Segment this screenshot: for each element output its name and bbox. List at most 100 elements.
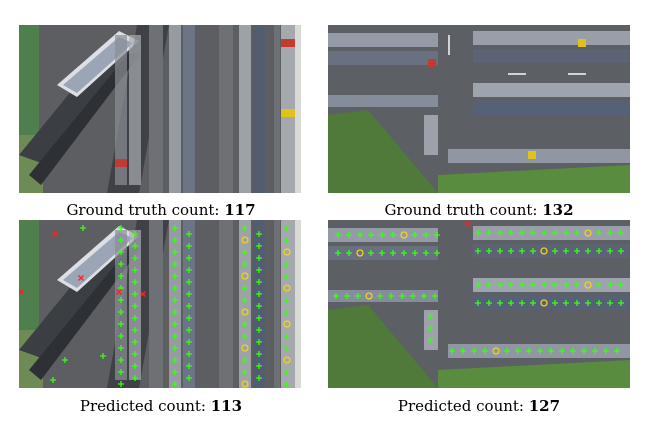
- detection-plus-marker: [256, 315, 262, 321]
- detection-plus-marker: [62, 357, 68, 363]
- detection-plus-marker: [118, 297, 124, 303]
- detection-plus-marker: [118, 273, 124, 279]
- detection-plus-marker: [132, 279, 138, 285]
- detection-plus-marker: [497, 248, 503, 254]
- missed-circle-marker: [241, 380, 249, 388]
- detection-plus-marker: [172, 285, 178, 291]
- caption-count: 113: [210, 397, 243, 415]
- detection-plus-marker: [552, 248, 558, 254]
- ground-truth-caption-left: Ground truth count: 117: [8, 201, 314, 219]
- detection-plus-marker: [132, 243, 138, 249]
- detection-plus-marker: [132, 351, 138, 357]
- detection-plus-marker: [504, 348, 510, 354]
- detection-plus-marker: [333, 293, 339, 299]
- detection-plus-marker: [574, 282, 580, 288]
- detection-plus-marker: [172, 249, 178, 255]
- detection-plus-marker: [497, 300, 503, 306]
- detection-plus-marker: [132, 291, 138, 297]
- detection-plus-marker: [172, 381, 178, 387]
- missed-circle-marker: [283, 284, 291, 292]
- detection-plus-marker: [172, 273, 178, 279]
- detection-plus-marker: [581, 348, 587, 354]
- caption-label: Ground truth count:: [66, 201, 225, 219]
- detection-plus-marker: [132, 375, 138, 381]
- detection-plus-marker: [118, 369, 124, 375]
- detection-plus-marker: [172, 237, 178, 243]
- detection-plus-marker: [118, 225, 124, 231]
- detection-plus-marker: [242, 261, 248, 267]
- detection-plus-marker: [508, 230, 514, 236]
- detection-plus-marker: [585, 300, 591, 306]
- detection-plus-marker: [618, 282, 624, 288]
- detection-plus-marker: [460, 348, 466, 354]
- detection-plus-marker: [242, 357, 248, 363]
- detection-plus-marker: [186, 255, 192, 261]
- false-positive-marker: [19, 289, 24, 295]
- detection-plus-marker: [118, 261, 124, 267]
- detection-plus-marker: [412, 250, 418, 256]
- detection-plus-marker: [399, 293, 405, 299]
- detection-plus-marker: [530, 248, 536, 254]
- detection-plus-marker: [471, 348, 477, 354]
- detection-plus-marker: [519, 230, 525, 236]
- detection-plus-marker: [596, 230, 602, 236]
- detection-plus-marker: [132, 303, 138, 309]
- detection-plus-marker: [186, 303, 192, 309]
- detection-plus-marker: [256, 351, 262, 357]
- missed-circle-marker: [283, 248, 291, 256]
- predicted-image-left: [19, 220, 301, 388]
- detection-plus-marker: [368, 232, 374, 238]
- detection-plus-marker: [379, 250, 385, 256]
- parking-scene-right: [328, 25, 630, 193]
- detection-plus-marker: [172, 357, 178, 363]
- detection-plus-marker: [256, 327, 262, 333]
- detection-plus-marker: [486, 300, 492, 306]
- detection-plus-marker: [618, 230, 624, 236]
- detection-plus-marker: [50, 377, 56, 383]
- detection-plus-marker: [427, 313, 433, 319]
- detection-plus-marker: [118, 309, 124, 315]
- detection-plus-marker: [186, 339, 192, 345]
- missed-circle-marker: [241, 308, 249, 316]
- detection-plus-marker: [118, 333, 124, 339]
- detection-plus-marker: [486, 248, 492, 254]
- detection-plus-marker: [242, 249, 248, 255]
- car-rows-right: [328, 31, 630, 163]
- detection-plus-marker: [537, 348, 543, 354]
- detection-plus-marker: [410, 293, 416, 299]
- detection-plus-marker: [519, 248, 525, 254]
- detection-plus-marker: [618, 248, 624, 254]
- detection-plus-marker: [172, 333, 178, 339]
- detection-plus-marker: [186, 375, 192, 381]
- detection-plus-marker: [388, 293, 394, 299]
- detection-plus-marker: [603, 348, 609, 354]
- detection-plus-marker: [100, 353, 106, 359]
- detection-plus-marker: [172, 321, 178, 327]
- detection-plus-marker: [186, 291, 192, 297]
- detection-plus-marker: [596, 282, 602, 288]
- detection-plus-marker: [421, 293, 427, 299]
- missed-circle-marker: [584, 229, 592, 237]
- detection-plus-marker: [344, 293, 350, 299]
- detection-plus-marker: [412, 232, 418, 238]
- detection-plus-marker: [256, 291, 262, 297]
- detection-plus-marker: [475, 248, 481, 254]
- false-positive-marker: [116, 289, 122, 295]
- detection-plus-marker: [607, 230, 613, 236]
- detection-plus-marker: [519, 282, 525, 288]
- detection-plus-marker: [486, 230, 492, 236]
- detection-plus-marker: [585, 248, 591, 254]
- detection-plus-marker: [530, 300, 536, 306]
- detection-plus-marker: [186, 351, 192, 357]
- detection-plus-marker: [186, 327, 192, 333]
- detection-plus-marker: [607, 248, 613, 254]
- ground-truth-image-right: [328, 25, 630, 193]
- detection-plus-marker: [284, 309, 290, 315]
- detection-plus-marker: [242, 321, 248, 327]
- detection-plus-marker: [118, 249, 124, 255]
- detection-plus-marker: [242, 333, 248, 339]
- detection-plus-marker: [497, 282, 503, 288]
- prediction-markers-left: [19, 225, 291, 388]
- detection-plus-marker: [497, 230, 503, 236]
- detection-plus-marker: [432, 293, 438, 299]
